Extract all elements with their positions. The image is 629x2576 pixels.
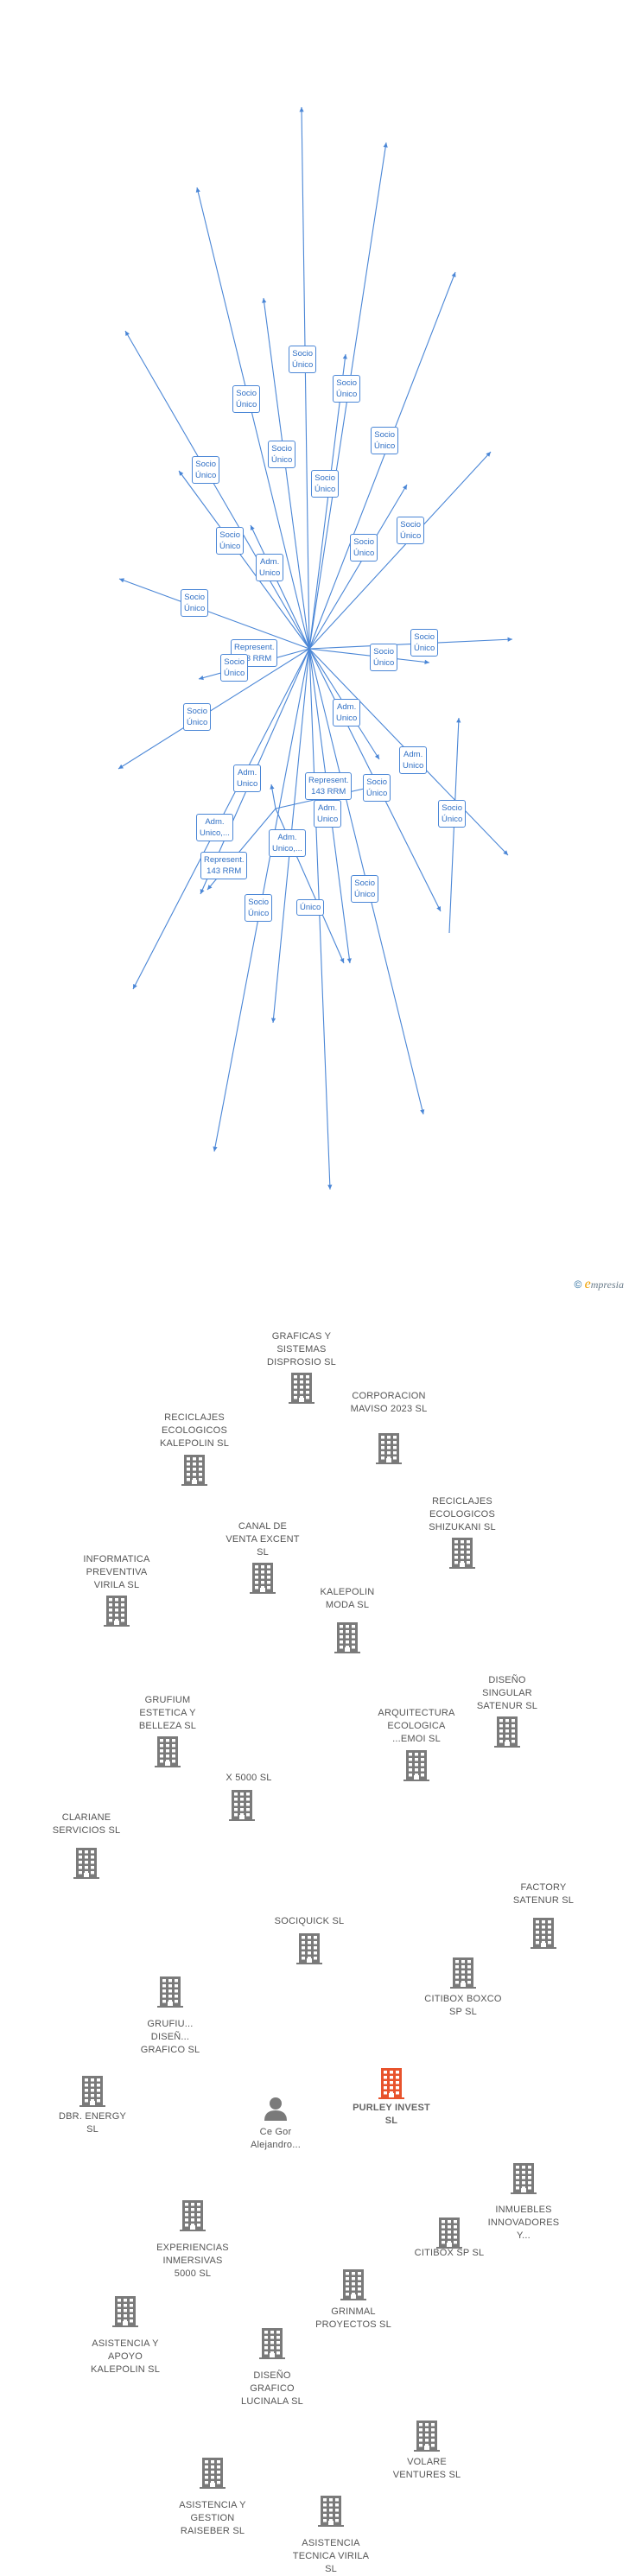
relationship-tag: Socio Único [216,527,245,555]
company-label: CLARIANE SERVICIOS SL [52,1812,121,1836]
relationship-tag: Socio Único [351,875,379,903]
relationship-tag: Socio Único [333,375,361,403]
company-label: FACTORY SATENUR SL [512,1882,575,1906]
person-icon [264,2097,287,2121]
relationship-tag: Socio Único [245,894,273,922]
company-label: KALEPOLIN MODA SL [320,1587,375,1610]
relationship-tag: Socio Único [289,346,317,373]
relationship-tag: Socio Único [397,517,425,544]
company-label: INFORMATICA PREVENTIVA VIRILA SL [83,1554,150,1590]
company-label: DISEÑO SINGULAR SATENUR SL [476,1675,538,1711]
building-icon [450,1957,476,1989]
copyright-symbol: © [574,1278,582,1291]
company-label: ARQUITECTURA ECOLOGICA ...EMOI SL [378,1708,455,1744]
company-label: VOLARE VENTURES SL [392,2457,461,2480]
company-label: GRINMAL PROYECTOS SL [315,2306,391,2330]
building-icon [157,1976,183,2008]
company-label: PURLEY INVEST SL [353,2103,430,2126]
relationship-tag: Adm. Unico [233,765,262,792]
relationship-edges [118,106,513,1190]
company-label: X 5000 SL [226,1773,272,1783]
relationship-tag: Adm. Unico [399,746,428,774]
company-label: RECICLAJES ECOLOGICOS KALEPOLIN SL [159,1412,230,1449]
relationship-tag: Socio Único [438,800,467,828]
building-icon [318,2496,344,2527]
building-icon [531,1918,556,1949]
building-icon [340,2269,366,2300]
relationship-tag: Socio Único [181,589,209,617]
center-company-label: SOCIQUICK SL [274,1916,345,1926]
building-icon [259,2328,285,2359]
building-icon [296,1933,322,1964]
relationship-tag: Socio Único [311,470,340,498]
building-icon [436,2218,462,2249]
building-icon [200,2458,226,2489]
building-icon [449,1538,475,1569]
company-label: RECICLAJES ECOLOGICOS SHIZUKANI SL [429,1496,496,1532]
building-icon [494,1716,520,1748]
relationship-tag: Socio Único [220,654,249,682]
building-icon [112,2296,138,2327]
relationship-tag: Socio Único [192,456,220,484]
relationship-tag: Socio Único [371,427,399,454]
building-icon [104,1596,130,1627]
building-icon [376,1433,402,1464]
building-icon [250,1563,276,1594]
company-label: CITIBOX SP SL [414,2248,485,2258]
building-icon [181,1455,207,1486]
network-diagram: GRAFICAS Y SISTEMAS DISPROSIO SL CORPORAC… [53,106,574,2574]
building-icon [378,2068,404,2099]
relationship-tag: Adm. Unico [256,554,284,581]
relationship-tag: Socio Único [232,385,261,413]
relationship-tag: Socio Único [370,644,398,671]
company-label: GRAFICAS Y SISTEMAS DISPROSIO SL [266,1331,337,1367]
building-icon [229,1790,255,1821]
building-icon [403,1750,429,1781]
building-icon [155,1736,181,1767]
building-icon [73,1848,99,1879]
building-icon [334,1622,360,1653]
relationship-tag: Socio Único [183,703,212,731]
relationship-tag: Adm. Unico [314,800,342,828]
relationship-tag: Adm. Unico [333,699,361,726]
building-icon [511,2163,537,2194]
company-label: GRUFIUM ESTETICA Y BELLEZA SL [138,1695,197,1731]
relationship-tag: Represent. 143 RRM [200,852,248,879]
relationship-tag: Represent. 143 RRM [305,772,353,800]
relationship-tag: Socio Único [350,534,378,562]
building-icon [79,2076,105,2107]
relationship-tag: Socio Único [363,774,391,802]
relationship-tag: Socio Único [268,441,296,468]
building-icon [180,2200,206,2231]
relationship-tag: Adm. Unico,... [196,814,233,841]
person-label: Ce Gor Alejandro... [250,2127,302,2150]
brand-logo-e: e [584,1277,591,1291]
relationship-tag: Socio Único [410,629,439,657]
company-label: ASISTENCIA Y GESTION RAISEBER SL [179,2500,246,2536]
company-label: CANAL DE VENTA EXCENT SL [226,1521,300,1558]
empresia-brand: © empresia [574,1277,624,1292]
company-label: ASISTENCIA Y APOYO KALEPOLIN SL [90,2338,161,2375]
relationship-tag: Adm. Unico,... [269,829,306,857]
company-label: INMUEBLES INNOVADORES Y... [487,2205,560,2241]
company-label: EXPERIENCIAS INMERSIVAS 5000 SL [156,2243,229,2279]
company-label: DBR. ENERGY SL [59,2111,126,2135]
building-icon [414,2421,440,2452]
company-label: DISEÑO GRAFICO LUCINALA SL [241,2370,303,2407]
building-icon [289,1373,314,1404]
company-label: GRUFIU... DISEÑ... GRAFICO SL [140,2019,200,2055]
brand-logo-text: mpresia [590,1278,624,1291]
company-label: ASISTENCIA TECNICA VIRILA SL [292,2538,370,2574]
relationship-tag: Único [296,899,325,916]
company-label: CITIBOX BOXCO SP SL [424,1994,502,2017]
company-label: CORPORACION MAVISO 2023 SL [350,1391,428,1414]
